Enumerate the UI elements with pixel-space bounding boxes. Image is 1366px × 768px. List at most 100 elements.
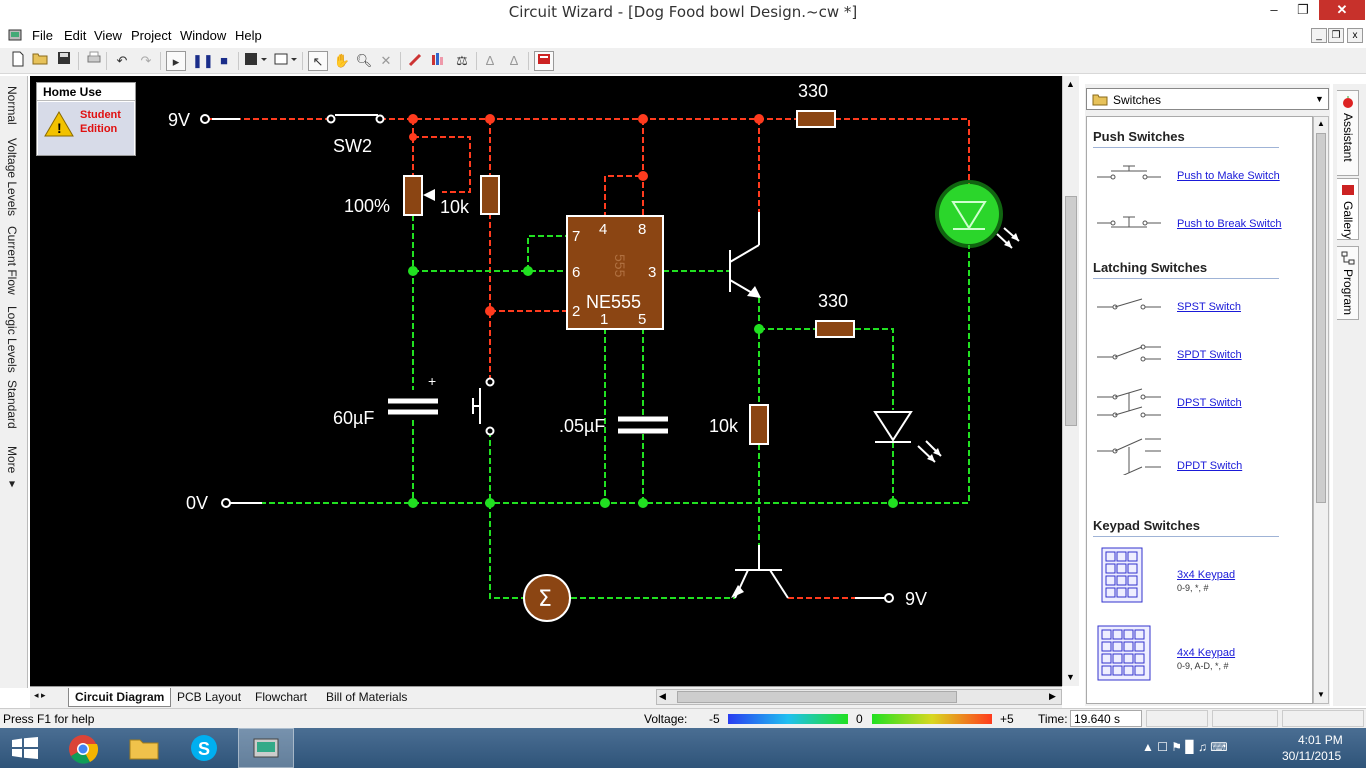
maximize-button[interactable]: ❐ — [1297, 2, 1309, 17]
edition-label: Edition — [80, 123, 118, 135]
hand-pan-icon[interactable]: ✋ — [333, 53, 351, 68]
item-3x4-keypad-sub: 0-9, *, # — [1177, 583, 1209, 593]
svg-text:6: 6 — [572, 264, 580, 281]
tab-program[interactable]: Program — [1337, 246, 1359, 320]
chrome-icon — [69, 735, 98, 764]
gallery-category-select[interactable]: Switches ▼ — [1086, 88, 1329, 110]
components-icon[interactable]: ⚖ — [456, 53, 468, 68]
canvas-horizontal-scrollbar[interactable]: ◀ ▶ — [656, 689, 1062, 705]
file-explorer-taskbar-button[interactable] — [116, 728, 172, 768]
circuit-wizard-taskbar-button[interactable] — [238, 728, 294, 768]
app-icon[interactable] — [8, 27, 24, 43]
item-spst-switch[interactable]: SPST Switch — [1177, 301, 1241, 313]
mdi-close-button[interactable]: x — [1347, 28, 1363, 43]
close-button[interactable]: ✕ — [1319, 0, 1365, 20]
label-cap-plus: + — [428, 373, 436, 389]
ne555-chip — [566, 215, 664, 330]
zoom-icon[interactable]: 🔍︎ — [355, 53, 373, 68]
gallery-scrollbar[interactable]: ▲ ▼ — [1313, 116, 1329, 704]
scroll-left-icon[interactable]: ◀ — [659, 691, 666, 701]
menu-edit[interactable]: Edit — [64, 28, 87, 43]
graph-icon[interactable] — [428, 51, 448, 71]
flip-icon[interactable]: ∆ — [510, 53, 518, 68]
menu-help[interactable]: Help — [235, 28, 262, 43]
minimize-button[interactable]: – — [1270, 2, 1278, 17]
voltage-zero: 0 — [856, 712, 863, 726]
status-help-text: Press F1 for help — [3, 712, 95, 726]
menu-project[interactable]: Project — [131, 28, 172, 43]
side-panel-tabs: Assistant Gallery Program — [1333, 84, 1366, 706]
skype-icon: S — [191, 735, 217, 761]
layout-dropdown-icon[interactable] — [272, 51, 298, 71]
terminal-9v-bottom — [884, 593, 894, 603]
stop-icon[interactable]: ■ — [220, 53, 228, 68]
skype-taskbar-button[interactable]: S — [176, 728, 232, 768]
new-file-icon[interactable] — [8, 51, 28, 71]
voltage-max: +5 — [1000, 712, 1014, 726]
menu-window[interactable]: Window — [180, 28, 227, 43]
item-push-to-make-switch[interactable]: Push to Make Switch — [1177, 170, 1280, 182]
pause-icon[interactable]: ❚❚ — [192, 53, 214, 68]
item-3x4-keypad[interactable]: 3x4 Keypad — [1177, 569, 1236, 581]
redo-icon[interactable]: ↷ — [140, 53, 152, 68]
tab-current-flow[interactable]: Current Flow — [5, 226, 19, 295]
ic-component-icon[interactable] — [242, 51, 268, 71]
menu-bar: File Edit View Project Window Help — [0, 24, 1366, 46]
gallery-scroll-up-icon[interactable]: ▲ — [1317, 119, 1325, 128]
hscroll-thumb[interactable] — [677, 691, 957, 703]
pointer-icon[interactable]: ↖ — [308, 51, 328, 71]
assistant-icon — [1343, 96, 1353, 108]
tab-bill-of-materials[interactable]: Bill of Materials — [326, 690, 408, 704]
svg-text:7: 7 — [572, 228, 580, 245]
resistor-10k-top — [480, 175, 500, 215]
tab-normal[interactable]: Normal — [5, 86, 19, 125]
taskbar-time: 4:01 PM — [1298, 733, 1343, 747]
mdi-minimize-button[interactable]: _ — [1311, 28, 1327, 43]
menu-file[interactable]: File — [32, 28, 53, 43]
label-330-mid: 330 — [818, 291, 848, 311]
item-spdt-switch[interactable]: SPDT Switch — [1177, 349, 1242, 361]
align-icon[interactable]: ∆ — [486, 53, 494, 68]
menu-view[interactable]: View — [94, 28, 122, 43]
print-icon[interactable] — [84, 51, 104, 71]
tab-standard[interactable]: Standard — [5, 380, 19, 429]
tab-logic-levels[interactable]: Logic Levels — [5, 306, 19, 373]
tab-nav-left-icon[interactable]: ◂ ▸ — [34, 690, 46, 700]
spst-icon — [1097, 298, 1161, 310]
undo-icon[interactable]: ↶ — [116, 53, 128, 68]
start-button[interactable] — [0, 728, 56, 768]
pot-wiper-arrow — [423, 189, 435, 201]
system-tray-icons[interactable]: ▲ ☐ ⚑ ▉ ♫ ⌨ — [1142, 740, 1228, 754]
open-folder-icon[interactable] — [30, 51, 50, 71]
tab-circuit-diagram[interactable]: Circuit Diagram — [68, 688, 172, 707]
led-top-glowing — [935, 180, 1020, 249]
delete-icon[interactable]: ✕ — [380, 53, 392, 68]
tab-voltage-levels[interactable]: Voltage Levels — [5, 138, 19, 217]
scroll-up-icon[interactable]: ▲ — [1066, 79, 1075, 89]
gallery-book-icon[interactable] — [534, 51, 554, 71]
chrome-taskbar-button[interactable] — [56, 728, 112, 768]
item-push-to-break-switch[interactable]: Push to Break Switch — [1177, 218, 1282, 230]
item-4x4-keypad[interactable]: 4x4 Keypad — [1177, 647, 1236, 659]
tab-pcb-layout[interactable]: PCB Layout — [177, 690, 242, 704]
circuit-diagram[interactable]: 9V SW2 330 100% 10k 330 NE555 555 7 4 8 … — [30, 76, 1062, 686]
tab-more[interactable]: More ▾ — [5, 446, 19, 491]
chevron-down-icon[interactable]: ▼ — [1315, 94, 1324, 104]
circuit-canvas[interactable]: Home Use ! Student Edition — [30, 76, 1062, 686]
scroll-right-icon[interactable]: ▶ — [1049, 691, 1056, 701]
gallery-panel: Switches ▼ Push Switches Push to Make Sw… — [1085, 84, 1330, 706]
play-icon[interactable]: ▸ — [166, 51, 186, 71]
scroll-thumb[interactable] — [1065, 196, 1077, 426]
gallery-scroll-down-icon[interactable]: ▼ — [1317, 690, 1325, 699]
item-dpst-switch[interactable]: DPST Switch — [1177, 397, 1242, 409]
probe-icon[interactable] — [406, 51, 426, 71]
tab-assistant[interactable]: Assistant — [1337, 90, 1359, 176]
canvas-vertical-scrollbar[interactable]: ▲ ▼ — [1062, 76, 1079, 686]
scroll-down-icon[interactable]: ▼ — [1066, 672, 1075, 682]
gallery-scroll-thumb[interactable] — [1316, 133, 1326, 503]
mdi-restore-button[interactable]: ❐ — [1328, 28, 1344, 43]
item-dpdt-switch[interactable]: DPDT Switch — [1177, 460, 1243, 472]
tab-flowchart[interactable]: Flowchart — [255, 690, 308, 704]
tab-gallery[interactable]: Gallery — [1337, 178, 1359, 240]
save-icon[interactable] — [54, 51, 74, 71]
